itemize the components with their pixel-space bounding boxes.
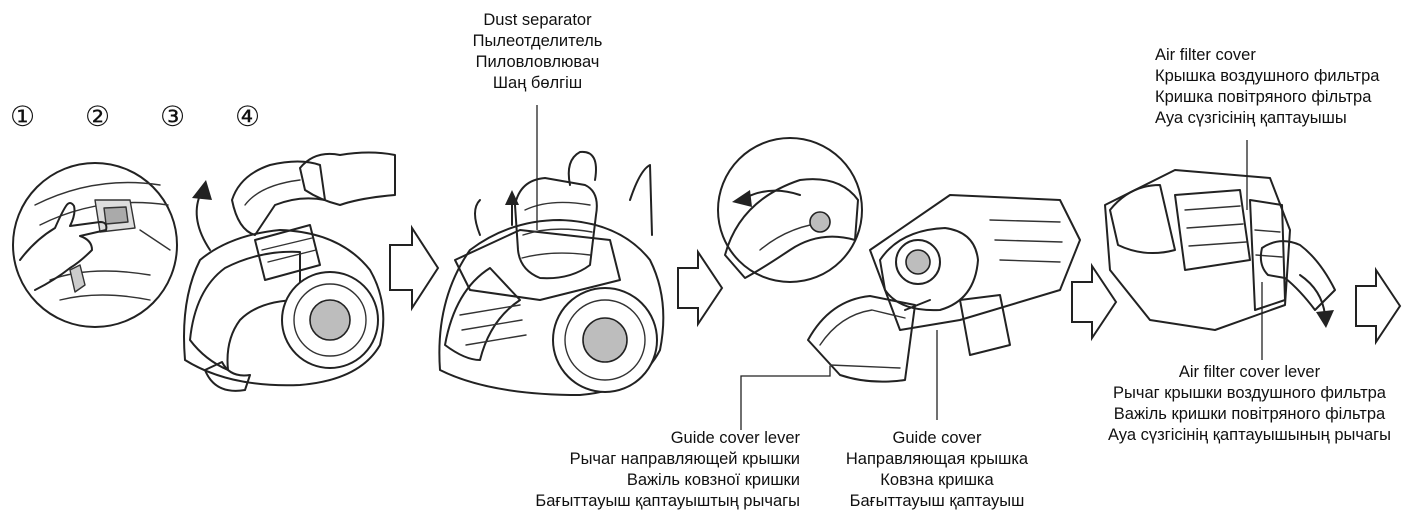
dust-separator-label-en: Dust separator <box>483 11 592 29</box>
air-filter-cover-label-uk: Кришка повітряного фільтра <box>1155 88 1372 106</box>
dust-separator-label-ru: Пылеотделитель <box>472 32 603 50</box>
air-filter-cover-label-ru: Крышка воздушного фильтра <box>1155 67 1380 85</box>
dust-separator-label-uk: Пиловловлювач <box>475 53 600 71</box>
next-step-arrow-1 <box>389 224 440 312</box>
step-number-3: ③ <box>160 100 186 133</box>
step-number-4: ④ <box>235 100 261 133</box>
next-step-arrow-4 <box>1355 266 1402 346</box>
dust-separator-label: Dust separator Пылеотделитель Пиловловлю… <box>430 10 645 94</box>
guide-cover-lever-label-en: Guide cover lever <box>670 429 800 447</box>
guide-cover-lever-label-uk: Важіль ковзної кришки <box>626 471 800 489</box>
step-number-1: ① <box>10 100 36 133</box>
guide-cover-label: Guide cover Направляющая крышка Ковзна к… <box>822 428 1052 512</box>
guide-cover-lever-label: Guide cover lever Рычаг направляющей кры… <box>480 428 800 512</box>
air-filter-cover-lever-label-en: Air filter cover lever <box>1178 363 1321 381</box>
guide-cover-label-en: Guide cover <box>892 429 982 447</box>
air-filter-cover-lever-label: Air filter cover lever Рычаг крышки возд… <box>1092 362 1407 446</box>
air-filter-cover-label-kk: Ауа сүзгісінің қаптауышы <box>1155 109 1347 127</box>
guide-cover-label-uk: Ковзна кришка <box>880 471 994 489</box>
illustration-step-1 <box>12 151 396 392</box>
dust-separator-label-kk: Шаң бөлгіш <box>492 74 583 92</box>
guide-cover-lever-label-kk: Бағыттауыш қаптауыштың рычагы <box>535 492 800 510</box>
illustration-step-3 <box>717 137 1081 383</box>
air-filter-cover-lever-label-ru: Рычаг крышки воздушного фильтра <box>1113 384 1386 402</box>
next-step-arrow-3 <box>1071 262 1118 342</box>
guide-cover-pointers <box>740 330 938 430</box>
guide-cover-label-ru: Направляющая крышка <box>845 450 1029 468</box>
next-step-arrow-2 <box>677 248 724 328</box>
air-filter-cover-label-en: Air filter cover <box>1155 46 1256 64</box>
illustration-step-2 <box>438 150 665 396</box>
guide-cover-lever-label-ru: Рычаг направляющей крышки <box>569 450 800 468</box>
air-filter-cover-lever-label-kk: Ауа сүзгісінің қаптауышының рычагы <box>1107 426 1392 444</box>
air-filter-pointers <box>1246 140 1263 360</box>
air-filter-cover-label: Air filter cover Крышка воздушного фильт… <box>1155 45 1379 129</box>
step-number-2: ② <box>85 100 111 133</box>
illustration-step-4 <box>1104 169 1336 331</box>
guide-cover-label-kk: Бағыттауыш қаптауыш <box>849 492 1025 510</box>
air-filter-cover-lever-label-uk: Важіль кришки повітряного фільтра <box>1113 405 1386 423</box>
